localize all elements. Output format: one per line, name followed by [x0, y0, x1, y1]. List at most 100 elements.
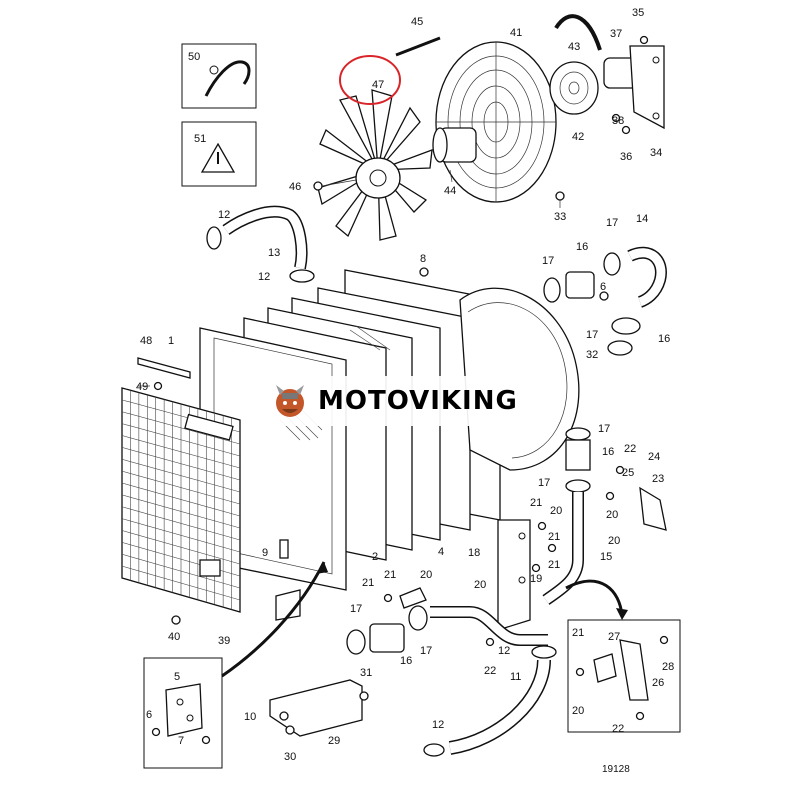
label-20-f: 20 [606, 509, 618, 521]
label-35: 35 [632, 7, 644, 19]
label-20-c: 20 [420, 569, 432, 581]
pointer-arrow-left [221, 561, 326, 678]
arrow-head-right-icon [616, 608, 628, 620]
inset-box-50: 50 [181, 43, 257, 109]
bolt-40: 40 [168, 615, 181, 643]
label-22-b: 22 [484, 665, 496, 677]
grille-mesh-line [121, 506, 241, 541]
label-23: 23 [652, 473, 664, 485]
grille-mesh-line [121, 470, 241, 505]
label-20-e: 20 [572, 705, 584, 717]
label-21-e: 21 [572, 627, 584, 639]
label-8: 8 [420, 253, 426, 265]
label-10: 10 [244, 711, 256, 723]
label-17-b: 17 [606, 217, 618, 229]
label-16-d: 16 [400, 655, 412, 667]
label-27: 27 [608, 631, 620, 643]
label-21-c: 21 [548, 559, 560, 571]
mesh-grille-39: 39 [121, 387, 241, 647]
grille-mesh-line [121, 553, 241, 589]
label-11: 11 [510, 671, 521, 683]
label-31: 31 [360, 667, 372, 679]
arrow-head-left-icon [316, 562, 328, 574]
tensioner-assembly: 43 37 35 38 42 36 34 [549, 7, 665, 163]
lower-hose-11: 12 11 12 [423, 645, 557, 757]
strip-48: 48 49 [136, 335, 191, 393]
brand-name: MOTOVIKING [318, 386, 518, 416]
label-32: 32 [586, 349, 598, 361]
label-21-d: 21 [362, 577, 374, 589]
label-21-b: 21 [548, 531, 560, 543]
label-15: 15 [600, 551, 612, 563]
label-39: 39 [218, 635, 230, 647]
bolt-8: 8 [419, 253, 429, 277]
grille-mesh-line [121, 565, 241, 601]
coolant-connector-assembly: 17 16 22 24 25 23 17 21 20 20 21 21 15 1… [468, 423, 667, 631]
grille-mesh-line [121, 423, 241, 457]
label-2: 2 [372, 551, 378, 563]
label-50: 50 [188, 51, 200, 63]
label-12-mid: 12 [258, 271, 270, 283]
highlight-circle-47 [339, 55, 401, 105]
label-20-a: 20 [550, 505, 562, 517]
rod-45: 45 [395, 16, 441, 57]
label-12-bottom: 12 [432, 719, 444, 731]
diagram-reference-number: 19128 [602, 764, 630, 775]
label-17-f: 17 [350, 603, 362, 615]
label-16-c: 16 [602, 446, 614, 458]
brand-watermark: MOTOVIKING [270, 376, 536, 426]
label-51: 51 [194, 133, 206, 145]
label-29: 29 [328, 735, 340, 747]
label-16-a: 16 [576, 241, 588, 253]
label-33: 33 [554, 211, 566, 223]
label-18: 18 [468, 547, 480, 559]
label-37: 37 [610, 28, 622, 40]
label-26: 26 [652, 677, 664, 689]
label-9: 9 [262, 547, 268, 559]
pointer-arrow-right [565, 579, 624, 617]
label-12-low: 12 [498, 645, 510, 657]
label-17-d: 17 [598, 423, 610, 435]
grille-mesh-line [121, 411, 241, 445]
fan-blade-47: 47 [317, 79, 433, 241]
upper-hose-13: 12 13 12 [206, 205, 315, 283]
grille-mesh-line [121, 530, 241, 565]
label-30: 30 [284, 751, 296, 763]
label-22-a: 22 [624, 443, 636, 455]
label-40: 40 [168, 631, 180, 643]
label-41: 41 [510, 27, 522, 39]
grille-mesh-line [121, 435, 241, 469]
label-17-g: 17 [420, 645, 432, 657]
label-45: 45 [411, 16, 423, 28]
label-22-c: 22 [612, 723, 624, 735]
label-49: 49 [136, 381, 148, 393]
label-42: 42 [572, 131, 584, 143]
label-17-a: 17 [542, 255, 554, 267]
label-21-a: 21 [530, 497, 542, 509]
grille-mesh-line [121, 458, 241, 493]
label-4: 4 [438, 546, 444, 558]
right-hose-assembly: 17 16 17 14 6 17 16 [542, 213, 670, 356]
label-34: 34 [650, 147, 662, 159]
grille-mesh-line [121, 482, 241, 517]
label-28: 28 [662, 661, 674, 673]
label-1: 1 [168, 335, 174, 347]
label-25: 25 [622, 467, 634, 479]
label-17-c: 17 [586, 329, 598, 341]
label-12-top: 12 [218, 209, 230, 221]
label-48: 48 [140, 335, 152, 347]
bolt-9: 9 [262, 539, 301, 621]
lower-hose-assembly: 17 21 20 20 16 17 22 [346, 569, 548, 677]
label-19: 19 [530, 573, 542, 585]
viking-logo-icon [276, 385, 304, 417]
label-14: 14 [636, 213, 648, 225]
label-43: 43 [568, 41, 580, 53]
label-46: 46 [289, 181, 301, 193]
mounting-bracket-29: 10 30 31 29 [244, 667, 372, 763]
label-13: 13 [268, 247, 280, 259]
bolt-46: 46 [289, 179, 357, 193]
label-17-e: 17 [538, 477, 550, 489]
fan-guard-41: 41 [435, 27, 557, 203]
label-6: 6 [600, 281, 606, 293]
label-20-d: 20 [474, 579, 486, 591]
